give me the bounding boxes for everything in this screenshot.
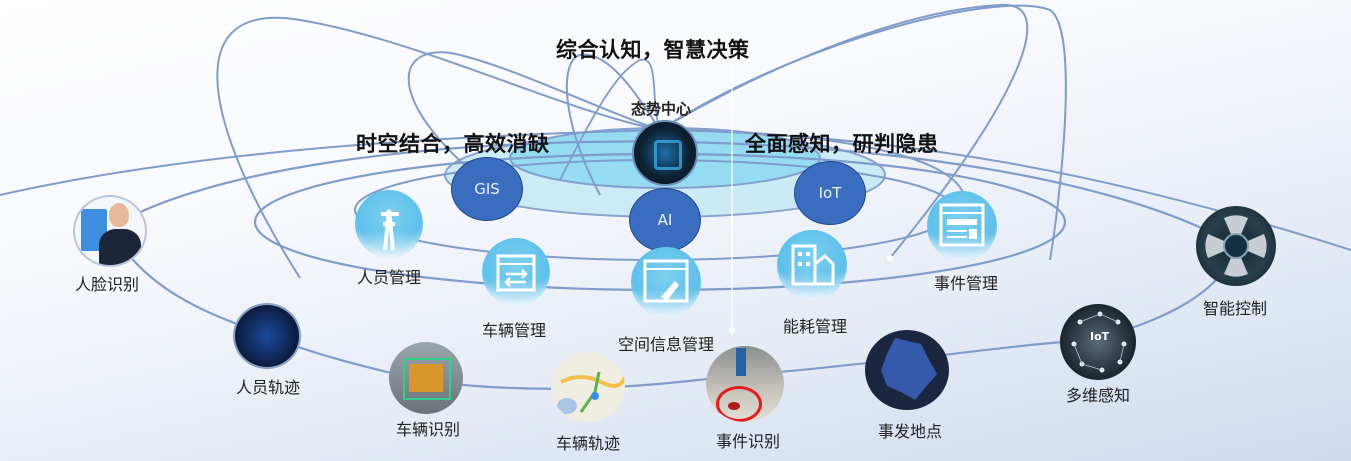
building-icon[interactable] [777,230,847,300]
service-label: 能耗管理 [782,317,848,336]
tech-node-gis[interactable]: GIS [451,157,523,221]
city-night-photo[interactable] [233,303,301,369]
truck-detection-photo[interactable] [389,342,463,414]
power-tower-worker-icon[interactable] [355,190,423,258]
headline-left: 时空结合，高效消缺 [356,132,550,156]
region-map-photo[interactable] [865,330,949,410]
outer-label: 事件识别 [715,432,781,451]
face-recognition-photo[interactable] [73,195,147,267]
route-map-photo[interactable] [551,352,625,422]
window-table-icon[interactable] [927,191,997,261]
headline-top: 综合认知，智慧决策 [556,38,750,62]
window-touch-hand-icon[interactable] [631,247,701,317]
dashboard-screen-icon[interactable] [632,120,698,186]
tech-label: AI [657,211,673,229]
tech-label: IoT [818,184,842,202]
window-transfer-arrows-icon[interactable] [482,238,550,306]
tech-node-iot[interactable]: IoT [794,161,866,225]
tech-node-ai[interactable]: AI [629,188,701,252]
service-label: 人员管理 [356,268,422,287]
control-dial-photo[interactable] [1196,206,1276,286]
outer-label: 车辆识别 [395,420,461,439]
center-label: 态势中心 [630,100,692,118]
headline-right: 全面感知，研判隐患 [745,132,939,156]
tech-label: GIS [474,180,500,198]
outer-label: 人员轨迹 [235,378,301,397]
incident-highlight-photo[interactable] [706,346,784,422]
outer-label: 车辆轨迹 [555,434,621,453]
outer-label: 人脸识别 [74,275,140,294]
outer-label: 事发地点 [877,422,943,441]
service-label: 空间信息管理 [617,335,715,354]
outer-label: 多维感知 [1065,386,1131,405]
iot-network-photo[interactable]: IoT [1060,304,1136,380]
service-label: 事件管理 [933,274,999,293]
service-label: 车辆管理 [481,321,547,340]
outer-label: 智能控制 [1202,299,1268,318]
